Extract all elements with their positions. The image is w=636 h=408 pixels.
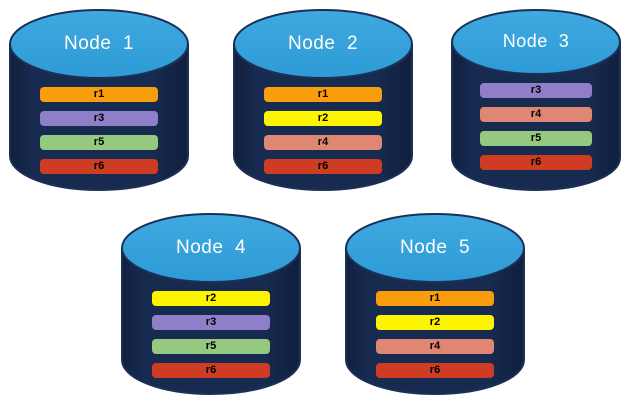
replica-bar-list: r3 r4 r5 r6: [450, 83, 622, 170]
replica-bar-r1[interactable]: r1: [264, 87, 382, 102]
replica-bar-r5[interactable]: r5: [480, 131, 592, 146]
replica-bar-r6[interactable]: r6: [152, 363, 270, 378]
replica-bar-r1[interactable]: r1: [376, 291, 494, 306]
replica-bar-r6[interactable]: r6: [376, 363, 494, 378]
replica-bar-r4[interactable]: r4: [480, 107, 592, 122]
replica-bar-r2[interactable]: r2: [376, 315, 494, 330]
replica-bar-r5[interactable]: r5: [40, 135, 158, 150]
cylinder-top-disc: [233, 9, 413, 79]
cylinder-top-disc: [9, 9, 189, 79]
replica-bar-r3[interactable]: r3: [152, 315, 270, 330]
replica-bar-list: r2 r3 r5 r6: [120, 291, 302, 378]
cylinder-top-disc: [121, 213, 301, 283]
replica-bar-r2[interactable]: r2: [152, 291, 270, 306]
replica-bar-list: r1 r3 r5 r6: [8, 87, 190, 174]
cylinder-top-disc: [345, 213, 525, 283]
replica-bar-r6[interactable]: r6: [264, 159, 382, 174]
replica-bar-r3[interactable]: r3: [40, 111, 158, 126]
replica-bar-r5[interactable]: r5: [152, 339, 270, 354]
replica-bar-r1[interactable]: r1: [40, 87, 158, 102]
replica-bar-list: r1 r2 r4 r6: [232, 87, 414, 174]
replica-bar-r4[interactable]: r4: [264, 135, 382, 150]
replica-bar-r3[interactable]: r3: [480, 83, 592, 98]
replica-bar-r6[interactable]: r6: [40, 159, 158, 174]
replica-bar-r4[interactable]: r4: [376, 339, 494, 354]
replica-bar-r2[interactable]: r2: [264, 111, 382, 126]
cylinder-top-disc: [451, 9, 621, 75]
replica-bar-r6[interactable]: r6: [480, 155, 592, 170]
replica-bar-list: r1 r2 r4 r6: [344, 291, 526, 378]
